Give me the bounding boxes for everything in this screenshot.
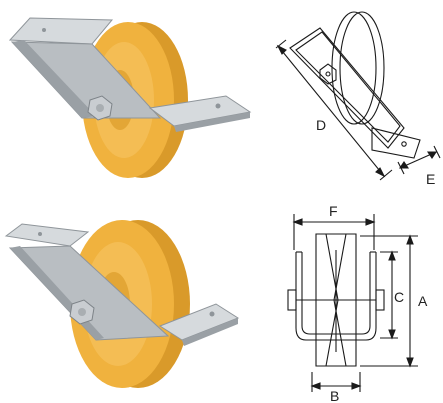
dimension-label-e: E [426, 171, 435, 187]
dimension-label-d: D [316, 117, 326, 133]
dimension-label-f: F [329, 203, 338, 219]
dimension-label-a: A [418, 293, 428, 309]
roller-photo-bottom [4, 220, 240, 388]
dimension-label-c: C [394, 289, 404, 305]
dimension-label-b: B [330, 388, 339, 403]
roller-photo-top [8, 17, 252, 178]
front-view-drawing [287, 214, 418, 392]
side-view-drawing [275, 11, 441, 181]
